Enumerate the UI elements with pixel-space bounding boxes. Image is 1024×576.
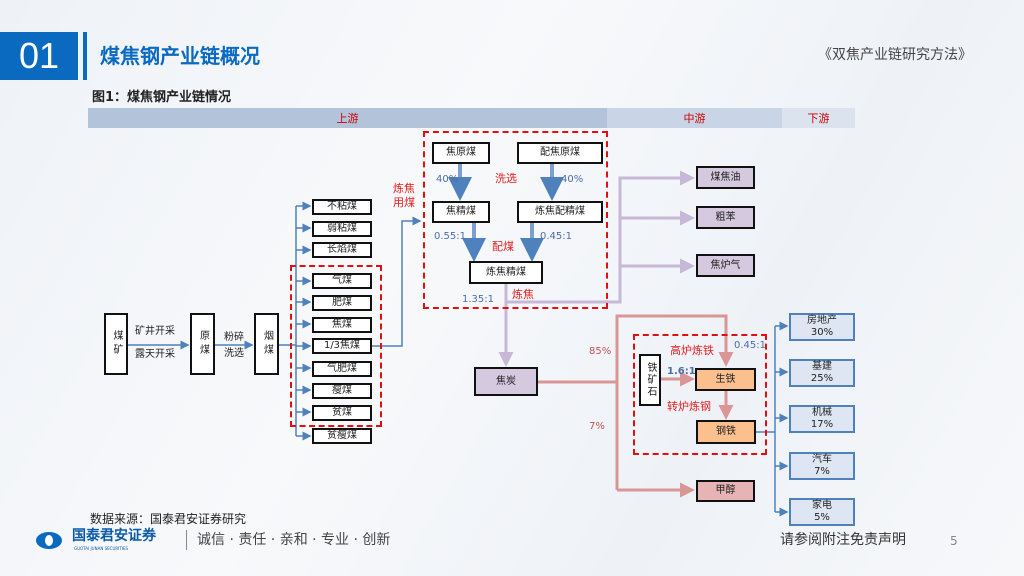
figure-title: 图1：煤焦钢产业链情况 bbox=[92, 90, 232, 105]
pig-iron-box: 生铁 bbox=[695, 368, 756, 391]
pct-left: 40% bbox=[436, 174, 459, 185]
footer-divider bbox=[186, 530, 187, 550]
downstream-name: 基建 bbox=[812, 361, 832, 372]
steelmaking-group bbox=[633, 334, 767, 455]
pct-7: 7% bbox=[589, 421, 605, 432]
coke-raw-coal-box: 焦原煤 bbox=[432, 142, 490, 164]
crude-benzene-box: 粗苯 bbox=[696, 206, 755, 229]
coke-gas-box: 焦炉气 bbox=[696, 254, 755, 277]
crush-label-1: 粉碎 bbox=[224, 332, 244, 343]
downstream-pct: 5% bbox=[814, 512, 830, 523]
band-downstream: 下游 bbox=[782, 108, 855, 128]
page-title: 煤焦钢产业链概况 bbox=[100, 44, 260, 68]
brand-name-en: GUOTAI JUNAN SECURITIES bbox=[74, 546, 129, 551]
pct-85: 85% bbox=[589, 346, 612, 357]
downstream-name: 房地产 bbox=[807, 315, 837, 326]
coking-coal-label: 炼焦用煤 bbox=[393, 182, 415, 209]
coal-type-box: 长焰煤 bbox=[312, 242, 372, 258]
ratio-left: 0.55:1 bbox=[434, 231, 466, 242]
blend-label: 配煤 bbox=[492, 240, 514, 253]
coal-type-box: 贫煤 bbox=[312, 405, 372, 421]
coking-coal-group bbox=[290, 265, 382, 427]
downstream-name: 汽车 bbox=[812, 454, 832, 465]
coal-mine-box: 煤矿 bbox=[104, 313, 128, 375]
coke-box: 焦炭 bbox=[474, 367, 538, 396]
pct-right: 40% bbox=[561, 174, 584, 185]
downstream-name: 家电 bbox=[812, 500, 832, 511]
coal-type-box: 不粘煤 bbox=[312, 199, 372, 215]
coal-type-box: 肥煤 bbox=[312, 295, 372, 311]
steel-box: 钢铁 bbox=[696, 420, 756, 444]
ratio-coke: 1.35:1 bbox=[462, 294, 494, 305]
downstream-pct: 30% bbox=[810, 327, 834, 338]
mining-label-1: 矿井开采 bbox=[135, 326, 175, 337]
iron-ore-box: 铁矿石 bbox=[639, 354, 661, 406]
blast-furnace-label: 高炉炼铁 bbox=[670, 344, 714, 357]
band-upstream: 上游 bbox=[88, 108, 607, 128]
coal-type-box: 贫瘦煤 bbox=[312, 428, 372, 444]
report-title: 《双焦产业链研究方法》 bbox=[818, 47, 972, 63]
brand-logo-icon bbox=[36, 532, 62, 549]
downstream-name: 机械 bbox=[812, 407, 832, 418]
wash-label: 洗选 bbox=[495, 172, 517, 185]
data-source: 数据来源：国泰君安证券研究 bbox=[90, 512, 247, 526]
ratio-pig: 0.45:1 bbox=[734, 340, 766, 351]
coal-type-box: 焦煤 bbox=[312, 317, 372, 333]
coal-type-box: 气煤 bbox=[312, 273, 372, 289]
title-divider bbox=[83, 32, 87, 80]
blend-clean-coal-box: 炼焦配精煤 bbox=[517, 201, 603, 223]
clean-coking-coal-box: 炼焦精煤 bbox=[469, 261, 543, 284]
disclaimer: 请参阅附注免责声明 bbox=[780, 532, 906, 548]
coal-tar-box: 煤焦油 bbox=[696, 166, 755, 189]
brand-name: 国泰君安证券 bbox=[72, 528, 156, 544]
coal-type-box: 1/3焦煤 bbox=[312, 338, 372, 354]
slogan: 诚信 · 责任 · 亲和 · 专业 · 创新 bbox=[197, 532, 391, 548]
converter-label: 转炉炼钢 bbox=[667, 400, 711, 413]
band-midstream: 中游 bbox=[607, 108, 782, 128]
coking-label: 炼焦 bbox=[512, 288, 534, 301]
downstream-pct: 7% bbox=[814, 466, 830, 477]
crush-label-2: 洗选 bbox=[224, 348, 244, 359]
coal-type-box: 瘦煤 bbox=[312, 383, 372, 399]
washing-group bbox=[423, 131, 608, 309]
mining-label-2: 露天开采 bbox=[135, 349, 175, 360]
downstream-pct: 17% bbox=[810, 419, 834, 430]
ratio-right: 0.45:1 bbox=[540, 231, 572, 242]
coal-type-box: 弱粘煤 bbox=[312, 221, 372, 237]
bituminous-box: 烟煤 bbox=[254, 313, 279, 375]
downstream-pct: 25% bbox=[810, 373, 834, 384]
section-number: 01 bbox=[0, 32, 78, 80]
ratio-ore: 1.6:1 bbox=[667, 366, 696, 377]
coke-clean-coal-box: 焦精煤 bbox=[432, 201, 490, 223]
coal-type-box: 气肥煤 bbox=[312, 361, 372, 377]
page-number: 5 bbox=[950, 534, 958, 548]
raw-coal-box: 原煤 bbox=[190, 313, 215, 375]
methanol-box: 甲醇 bbox=[696, 480, 755, 502]
blend-raw-coal-box: 配焦原煤 bbox=[517, 142, 603, 164]
